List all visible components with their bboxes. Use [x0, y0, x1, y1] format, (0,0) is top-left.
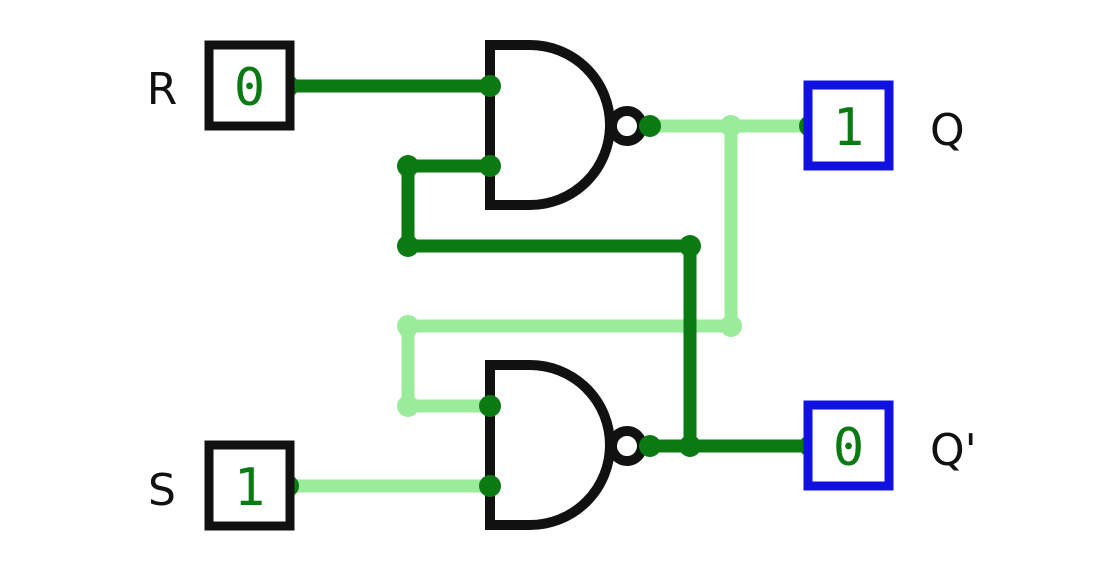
input-s-label: S [148, 465, 176, 516]
output-q-bar-value: 0 [833, 418, 864, 478]
input-s[interactable]: 1 S [148, 440, 295, 531]
nand-gate-bottom-body [485, 360, 615, 530]
output-q-box [803, 80, 894, 171]
nand-gate-bottom-bubble [607, 426, 647, 466]
feedback-corner-dot [397, 155, 419, 177]
inactive-wires [281, 119, 817, 493]
nand-gate-top-bubble [607, 106, 647, 146]
feedback-corner-dot [397, 235, 419, 257]
input-r-label: R [147, 64, 178, 115]
top-gate-input-a-dot [479, 75, 501, 97]
output-q-label: Q [930, 105, 965, 156]
nand-gate-top [485, 40, 647, 210]
feedback-corner-dot [397, 395, 419, 417]
top-gate-input-b-dot [479, 155, 501, 177]
bottom-gate-input-a-dot [479, 395, 501, 417]
q-junction-dot [720, 115, 742, 137]
feedback-corner-dot [720, 315, 742, 337]
input-r-box[interactable] [204, 40, 295, 131]
output-q-value: 1 [833, 98, 864, 158]
feedback-corner-dot [397, 315, 419, 337]
output-q-bar-label: Q' [930, 425, 977, 476]
output-q-bar: 0 Q' [803, 400, 977, 491]
input-r-value: 0 [234, 58, 265, 118]
input-s-value: 1 [234, 458, 265, 518]
active-dots [277, 75, 821, 497]
nand-gate-bottom [485, 360, 647, 530]
nand-gate-top-body [485, 40, 615, 210]
bottom-gate-input-b-dot [479, 475, 501, 497]
qbar-junction-dot [679, 435, 701, 457]
bottom-gate-output-dot [639, 435, 661, 457]
inactive-dots [397, 115, 742, 417]
input-r[interactable]: 0 R [147, 40, 295, 131]
output-q: 1 Q [803, 80, 965, 171]
output-q-bar-box [803, 400, 894, 491]
input-s-box[interactable] [204, 440, 295, 531]
feedback-corner-dot [679, 235, 701, 257]
top-gate-output-dot [639, 115, 661, 137]
